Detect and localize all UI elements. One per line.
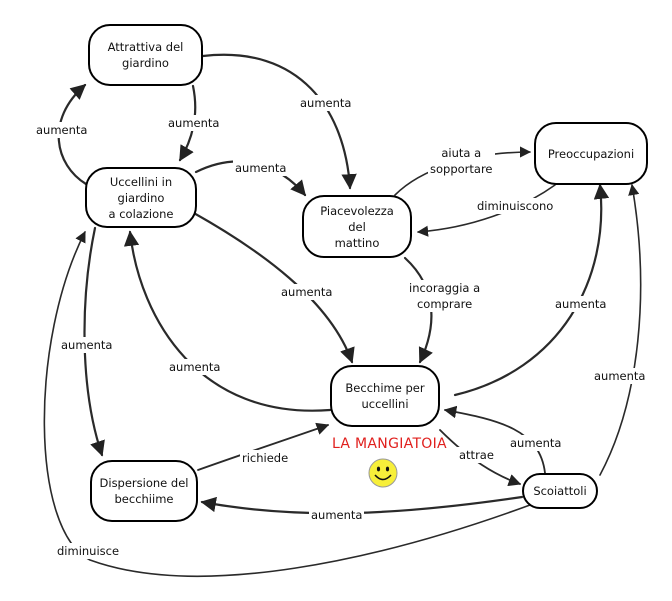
smiley-face-icon <box>368 458 398 488</box>
edge-dispersione-becchime <box>197 422 330 471</box>
edge-label: aumenta <box>59 337 115 353</box>
edge-scoiattoli-becchime <box>443 405 546 474</box>
edge-label: aumenta <box>309 507 365 523</box>
edge-label: incoraggia a comprare <box>407 280 483 312</box>
edge-label: aumenta <box>279 284 335 300</box>
edge-label: aumenta <box>166 115 222 131</box>
edge-label: aiuta a sopportare <box>428 145 495 177</box>
edge-becchime-scoiattoli <box>439 429 522 487</box>
edge-label: aumenta <box>233 160 289 176</box>
edge-uccellini-becchime <box>190 210 355 364</box>
edge-preoccupazioni-piacevolezza <box>416 184 556 237</box>
edge-becchime-preoccupazioni <box>453 183 610 397</box>
edge-label: aumenta <box>34 122 90 138</box>
edge-label: diminuiscono <box>475 198 556 214</box>
edge-attrattiva-piacevolezza <box>201 53 357 190</box>
node-becchime[interactable]: Becchime per uccellini <box>330 365 440 427</box>
edge-label: diminuisce <box>55 543 122 559</box>
edge-label: aumenta <box>167 359 223 375</box>
node-scoiattoli[interactable]: Scoiattoli <box>522 473 598 509</box>
node-uccellini[interactable]: Uccellini in giardino a colazione <box>85 167 197 228</box>
edge-label: aumenta <box>592 368 648 384</box>
edge-label: attrae <box>457 447 496 463</box>
edge-label: richiede <box>240 450 291 466</box>
edge-label: aumenta <box>553 296 609 312</box>
edge-becchime-uccellini <box>123 230 332 412</box>
node-piacevolezza[interactable]: Piacevolezza del mattino <box>302 195 412 258</box>
edge-scoiattoli-preoccupazioni <box>599 183 642 476</box>
node-dispersione[interactable]: Dispersione del becchiime <box>90 460 198 522</box>
edge-scoiattoli-uccellini <box>43 231 531 577</box>
diagram-title: LA MANGIATOIA <box>332 436 447 452</box>
node-attrattiva[interactable]: Attrattiva del giardino <box>88 24 203 86</box>
edge-label: aumenta <box>508 435 564 451</box>
node-preoccupazioni[interactable]: Preoccupazioni <box>534 122 648 185</box>
edge-uccellini-attrattiva <box>57 83 88 186</box>
edge-label: aumenta <box>298 95 354 111</box>
